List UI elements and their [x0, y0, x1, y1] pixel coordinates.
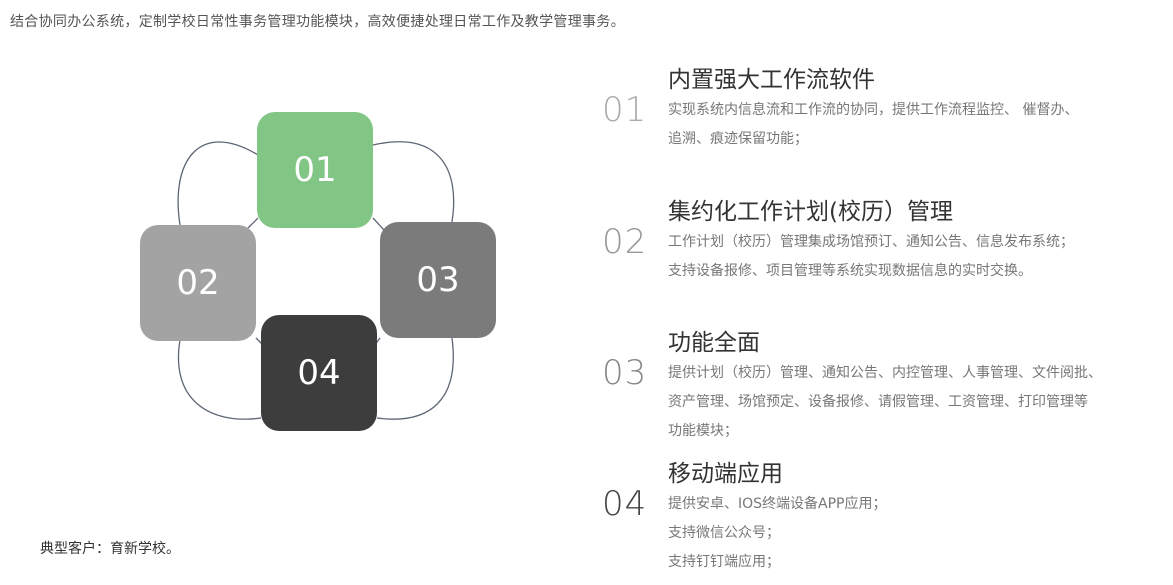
feature-number: 04 [602, 484, 648, 524]
intro-text: 结合协同办公系统，定制学校日常性事务管理功能模块，高效便捷处理日常工作及教学管理… [10, 14, 625, 30]
feature-desc-line: 工作计划（校历）管理集成场馆预订、通知公告、信息发布系统； [668, 234, 1074, 250]
feature-desc-line: 提供安卓、IOS终端设备APP应用； [668, 496, 887, 512]
feature-description: 实现系统内信息流和工作流的协同，提供工作流程监控、 催督办、 追溯、痕迹保留功能… [668, 96, 1078, 154]
tile-03: 03 [380, 222, 496, 338]
typical-customer: 典型客户：育新学校。 [40, 541, 180, 557]
feature-title: 集约化工作计划(校历）管理 [668, 199, 953, 225]
feature-description: 提供计划（校历）管理、通知公告、内控管理、人事管理、文件阅批、 资产管理、场馆预… [668, 359, 1102, 446]
feature-desc-line: 追溯、痕迹保留功能； [668, 131, 808, 147]
feature-desc-line: 实现系统内信息流和工作流的协同，提供工作流程监控、 催督办、 [668, 102, 1079, 118]
feature-title: 移动端应用 [668, 461, 783, 487]
feature-desc-line: 支持钉钉端应用； [668, 554, 780, 570]
feature-description: 工作计划（校历）管理集成场馆预订、通知公告、信息发布系统； 支持设备报修、项目管… [668, 228, 1074, 286]
tile-01: 01 [257, 112, 373, 228]
feature-diagram: 01 03 02 04 [130, 100, 510, 445]
tile-04: 04 [261, 315, 377, 431]
tile-02: 02 [140, 225, 256, 341]
feature-desc-line: 支持微信公众号； [668, 525, 780, 541]
feature-desc-line: 支持设备报修、项目管理等系统实现数据信息的实时交换。 [668, 263, 1032, 279]
connector-curves [177, 141, 455, 420]
feature-desc-line: 资产管理、场馆预定、设备报修、请假管理、工资管理、打印管理等 [668, 394, 1088, 410]
feature-desc-line: 提供计划（校历）管理、通知公告、内控管理、人事管理、文件阅批、 [668, 365, 1102, 381]
feature-number: 03 [602, 353, 648, 393]
feature-number: 02 [602, 222, 648, 262]
feature-description: 提供安卓、IOS终端设备APP应用； 支持微信公众号； 支持钉钉端应用； [668, 490, 887, 577]
feature-title: 功能全面 [668, 330, 760, 356]
feature-desc-line: 功能模块； [668, 423, 738, 439]
feature-number: 01 [602, 90, 648, 130]
feature-title: 内置强大工作流软件 [668, 67, 875, 93]
